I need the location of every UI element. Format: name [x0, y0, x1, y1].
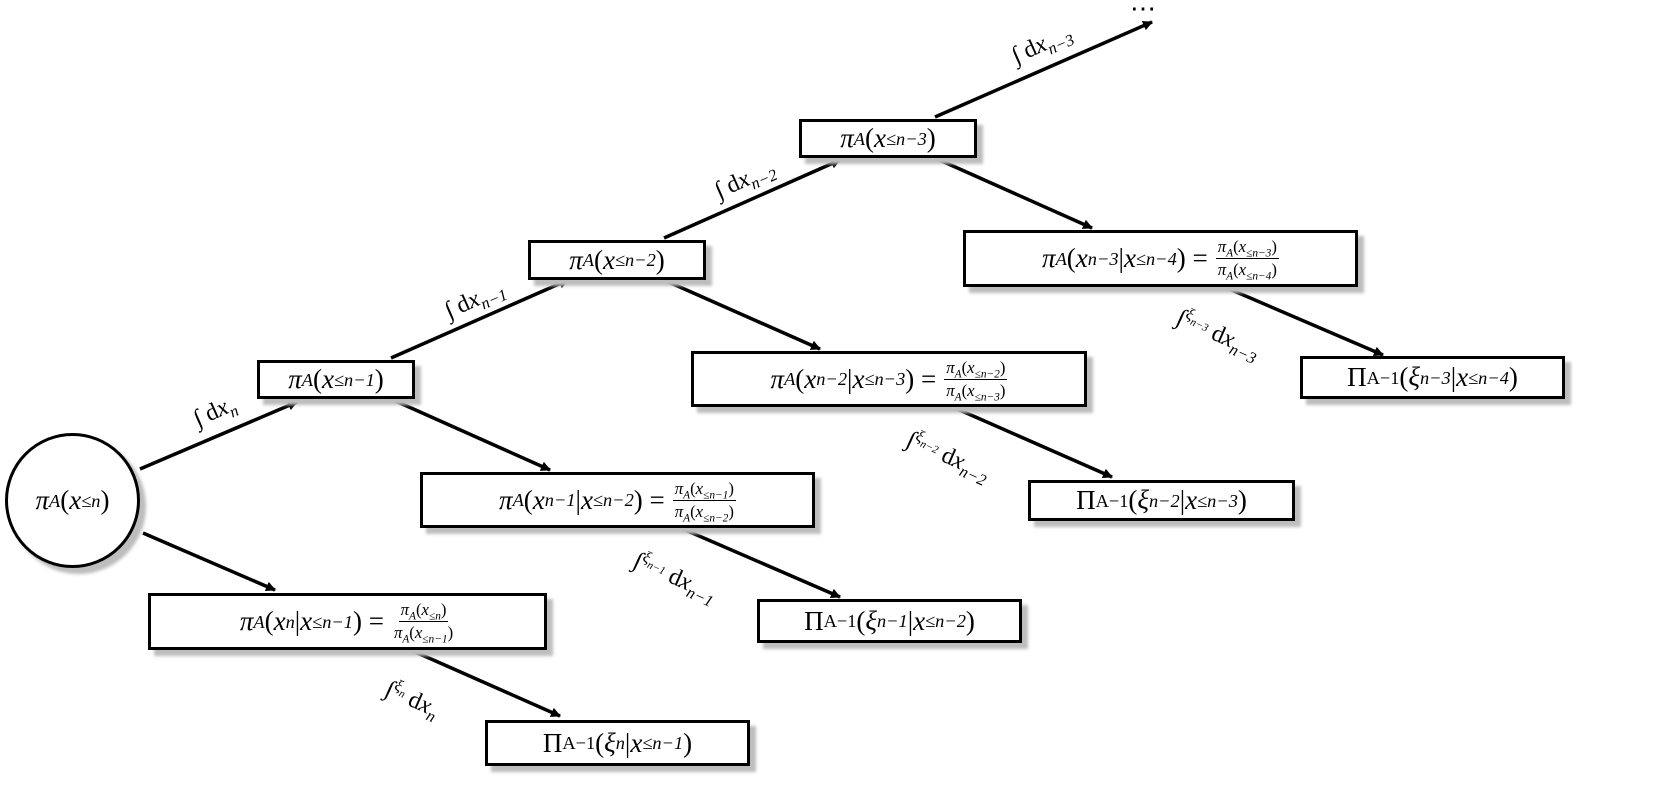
edge-invert: [412, 649, 561, 718]
edge-invert: [682, 527, 841, 599]
edge-invert: [954, 406, 1113, 479]
edge-condition: [142, 531, 276, 592]
continuation-dots: ⋯: [1130, 0, 1159, 23]
edge-integrate: [663, 158, 841, 240]
edge-condition: [934, 156, 1093, 230]
edge-condition: [663, 278, 821, 351]
edge-integrate: [390, 278, 569, 360]
edge-integrate: [934, 20, 1153, 119]
edge-invert: [1226, 286, 1384, 357]
edge-condition: [390, 397, 551, 472]
edge-integrate: [139, 400, 298, 471]
